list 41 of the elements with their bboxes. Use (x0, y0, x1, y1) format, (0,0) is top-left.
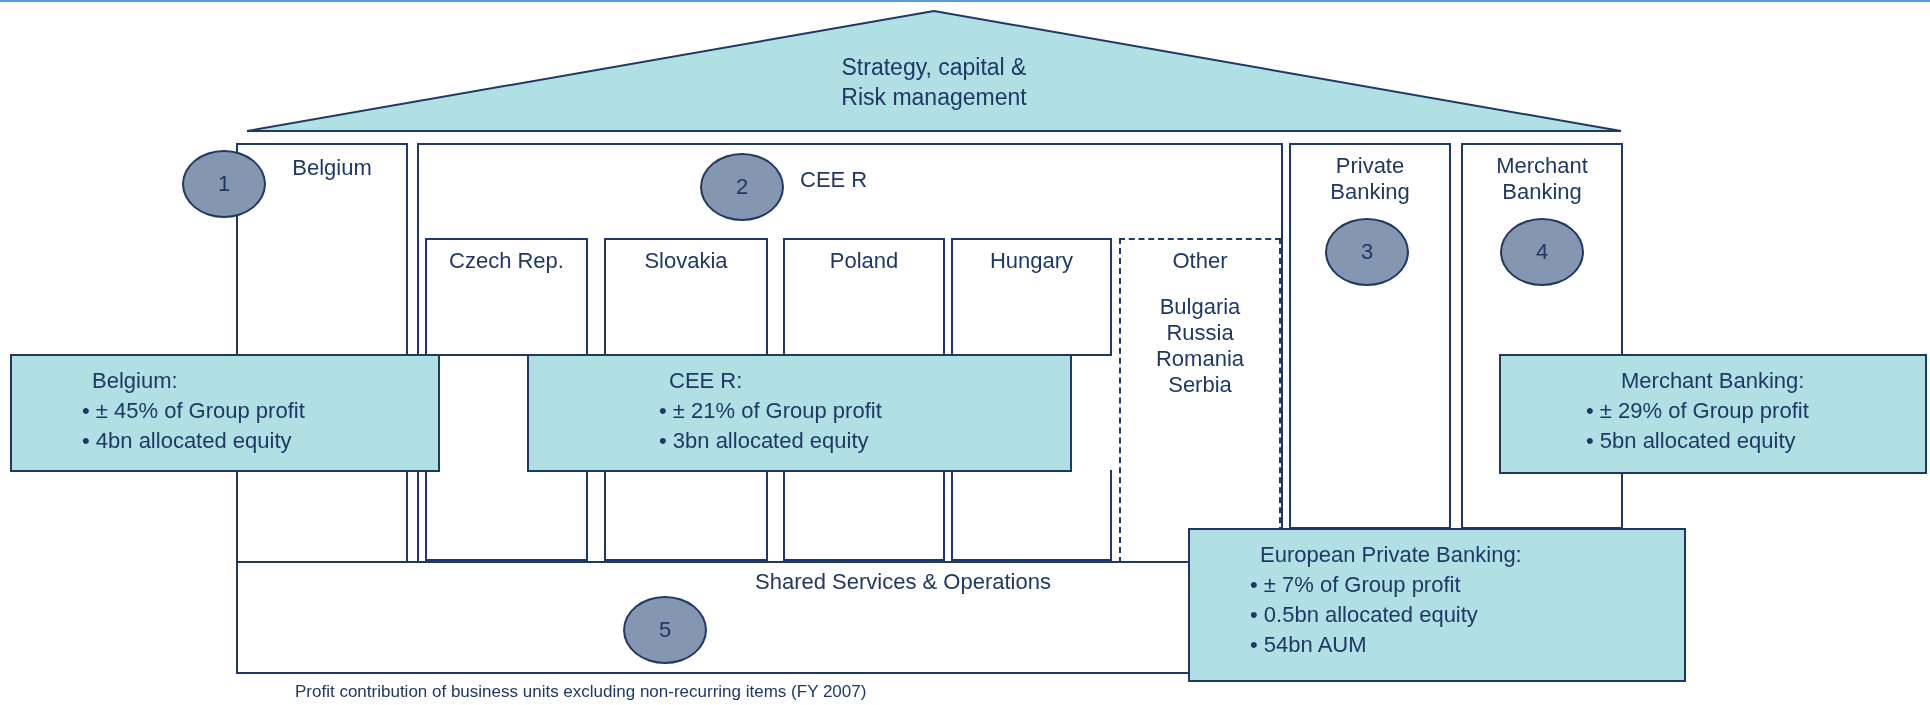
bullet-item: • 3bn allocated equity (659, 427, 870, 455)
column-label: Private Banking (1329, 153, 1411, 205)
callout-number: 2 (735, 174, 749, 200)
callout-number: 4 (1535, 239, 1549, 265)
column-label: Belgium (291, 155, 373, 181)
column-label: Slovakia (643, 248, 729, 274)
column-label: Poland (828, 248, 900, 274)
column-label: Czech Rep. (448, 248, 565, 274)
bullet-item: • ± 45% of Group profit (82, 397, 306, 425)
bullet-item: • ± 21% of Group profit (659, 397, 883, 425)
bullet-item: • 5bn allocated equity (1586, 427, 1797, 455)
info-heading: CEE R: (669, 367, 744, 395)
bullet-item: • 0.5bn allocated equity (1250, 601, 1479, 629)
info-box (1499, 354, 1927, 474)
country-box (783, 238, 945, 356)
column-label: Merchant Banking (1495, 153, 1589, 205)
column-label: CEE R (800, 167, 869, 193)
info-box (1188, 528, 1686, 682)
column-label: Hungary (988, 248, 1075, 274)
info-heading: European Private Banking: (1260, 541, 1523, 569)
bullet-item: • ± 7% of Group profit (1250, 571, 1462, 599)
country-box (425, 238, 588, 356)
country-box (604, 238, 768, 356)
callout-number: 5 (658, 617, 672, 643)
roof-label: Strategy, capital & Risk management (840, 53, 1028, 112)
caption: Profit contribution of business units excluding non-recurring items (FY 2007) (295, 682, 867, 702)
bullet-item: • ± 29% of Group profit (1586, 397, 1810, 425)
column-label: Other (1171, 248, 1229, 274)
info-heading: Merchant Banking: (1621, 367, 1806, 395)
callout-number: 1 (217, 171, 231, 197)
info-heading: Belgium: (92, 367, 179, 395)
bullet-item: • 4bn allocated equity (82, 427, 293, 455)
info-box (527, 354, 1072, 472)
info-box (10, 354, 440, 472)
callout-number: 3 (1360, 239, 1374, 265)
country-box (951, 238, 1112, 356)
foundation-box (236, 561, 1190, 674)
foundation-label: Shared Services & Operations (755, 569, 1052, 595)
bullet-item: • 54bn AUM (1250, 631, 1368, 659)
column-label: Bulgaria Russia Romania Serbia (1154, 294, 1245, 398)
pillar-box (1289, 143, 1451, 529)
